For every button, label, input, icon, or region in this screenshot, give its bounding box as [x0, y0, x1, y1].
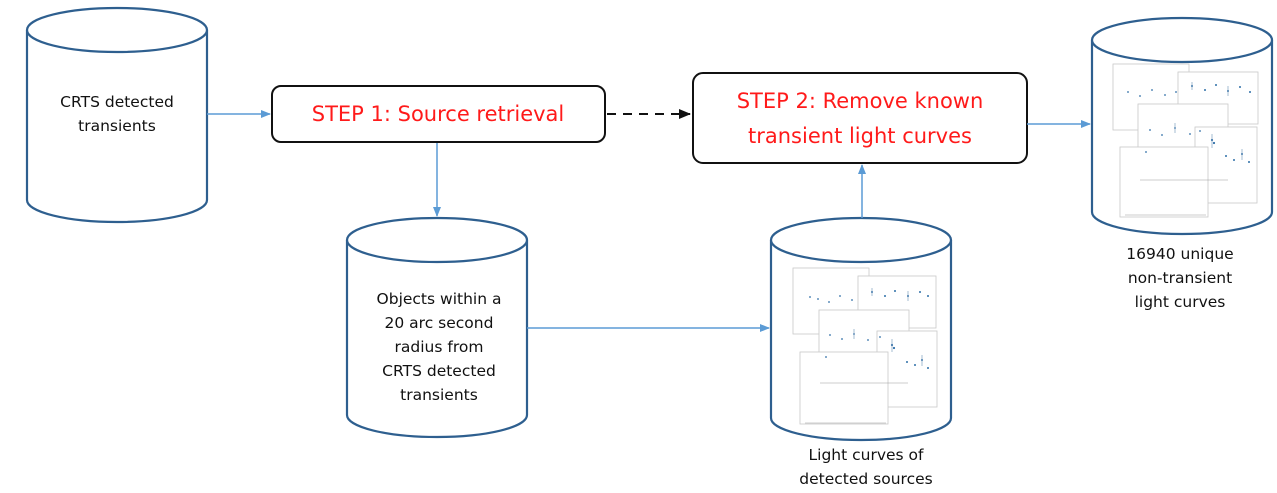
- step2-line-2: transient light curves: [748, 124, 972, 148]
- crts-transients-line-2: transients: [78, 117, 156, 135]
- objects-line-5: transients: [400, 386, 478, 404]
- unique-line-3: light curves: [1135, 293, 1226, 311]
- light-curves-line-2: detected sources: [799, 470, 932, 488]
- objects-line-3: radius from: [395, 338, 484, 356]
- cylinder-unique-non-transient: 16940 unique non-transient light curves: [1090, 16, 1274, 311]
- unique-line-2: non-transient: [1128, 269, 1232, 287]
- step2-box: STEP 2: Remove known transient light cur…: [692, 72, 1028, 164]
- step1-label: STEP 1: Source retrieval: [312, 102, 565, 126]
- light-curve-plots-thumbnail: [792, 267, 938, 425]
- light-curves-line-1: Light curves of: [809, 446, 925, 464]
- light-curve-plots-thumbnail: [1112, 63, 1259, 218]
- unique-line-1: 16940 unique: [1126, 245, 1233, 263]
- cylinder-objects-within-radius: Objects within a 20 arc second radius fr…: [345, 216, 529, 439]
- cylinder-light-curves-detected: Light curves of detected sources: [769, 216, 953, 488]
- step1-box: STEP 1: Source retrieval: [271, 85, 606, 143]
- objects-line-2: 20 arc second: [385, 314, 494, 332]
- step2-line-1: STEP 2: Remove known: [737, 89, 984, 113]
- objects-line-1: Objects within a: [377, 290, 502, 308]
- crts-transients-line-1: CRTS detected: [60, 93, 174, 111]
- objects-line-4: CRTS detected: [382, 362, 496, 380]
- cylinder-crts-transients: CRTS detected transients: [25, 6, 209, 224]
